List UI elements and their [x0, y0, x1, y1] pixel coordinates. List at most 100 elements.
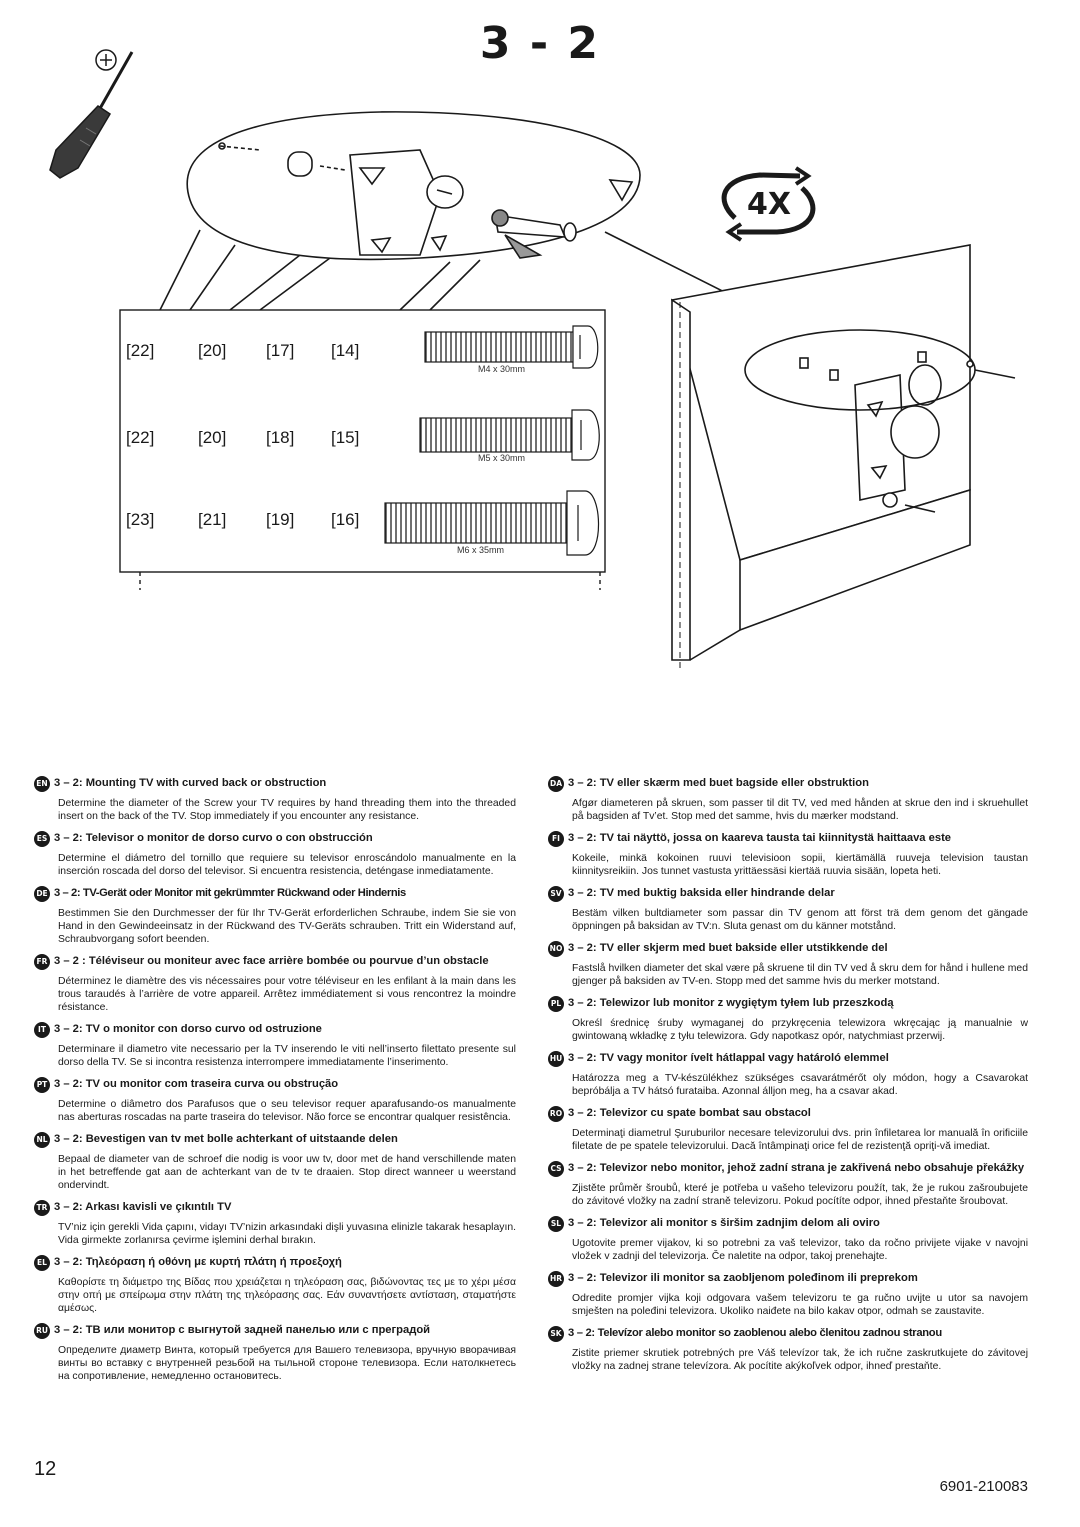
section-body: Kokeile, minkä kokoinen ruuvi televisioo…: [572, 853, 1028, 877]
section-body: Bestimmen Sie den Durchmesser der für Ih…: [58, 908, 516, 945]
screw-size-label: M5 x 30mm: [478, 453, 526, 463]
language-badge: NO: [548, 941, 564, 957]
instruction-section: PL 3 – 2: Telewizor lub monitor z wygięty…: [548, 996, 1028, 1043]
part-code: [22]: [126, 341, 155, 360]
part-code: [14]: [331, 341, 360, 360]
section-heading: 3 – 2: Telewizor lub monitor z wygiętym …: [568, 997, 894, 1009]
screw-size-label: M6 x 35mm: [457, 545, 505, 555]
section-heading: 3 – 2: TV eller skjerm med buet bakside …: [568, 942, 888, 954]
instruction-section: FR 3 – 2 : Téléviseur ou moniteur avec fa…: [34, 954, 516, 1014]
section-body: Określ średnicę śruby wymaganej do przyk…: [572, 1018, 1028, 1042]
part-code: [22]: [126, 428, 155, 447]
screw-m6: [384, 490, 600, 556]
section-heading: 3 – 2: ТВ или монитор с выгнутой задней …: [54, 1324, 431, 1336]
language-badge: NL: [34, 1132, 50, 1148]
section-body: Determine o diâmetro dos Parafusos que o…: [58, 1099, 516, 1123]
instruction-section: TR 3 – 2: Arkası kavisli ve çıkıntılı TV T…: [34, 1200, 516, 1247]
section-heading: 3 – 2: TV med buktig baksida eller hindr…: [568, 887, 835, 899]
language-badge: RO: [548, 1106, 564, 1122]
section-body: Determine el diámetro del tornillo que r…: [58, 853, 516, 877]
section-body: Καθορίστε τη διάμετρο της Βίδας που χρει…: [58, 1277, 516, 1314]
language-badge: DE: [34, 886, 50, 902]
language-badge: EN: [34, 776, 50, 792]
section-body: Zjistěte průměr šroubů, které je potřeba…: [572, 1183, 1028, 1207]
section-heading: 3 – 2: Televizor nebo monitor, jehož zad…: [568, 1162, 1025, 1174]
instruction-section: RU 3 – 2: ТВ или монитор с выгнутой задне…: [34, 1323, 516, 1383]
language-badge: FI: [548, 831, 564, 847]
part-code: [19]: [266, 510, 295, 529]
section-heading: 3 – 2: Arkası kavisli ve çıkıntılı TV: [54, 1201, 232, 1213]
language-badge: HR: [548, 1271, 564, 1287]
language-badge: HU: [548, 1051, 564, 1067]
part-code: [21]: [198, 510, 227, 529]
section-heading: 3 – 2: Televizor ali monitor s širšim za…: [568, 1217, 880, 1229]
instruction-section: PT 3 – 2: TV ou monitor com traseira curv…: [34, 1077, 516, 1124]
section-body: Определите диаметр Винта, который требуе…: [58, 1345, 516, 1382]
section-body: Afgør diameteren på skruen, som passer t…: [572, 798, 1028, 822]
section-body: Determinare il diametro vite necessario …: [58, 1044, 516, 1068]
instruction-section: HR 3 – 2: Televizor ili monitor sa zaoblj…: [548, 1271, 1028, 1318]
section-heading: 3 – 2: Bevestigen van tv met bolle achte…: [54, 1133, 398, 1145]
section-body: TV’niz için gerekli Vida çapını, vidayı …: [58, 1222, 516, 1246]
section-heading: 3 – 2: TV vagy monitor ívelt hátlappal v…: [568, 1052, 889, 1064]
language-badge: PL: [548, 996, 564, 1012]
section-heading: 3 – 2: TV ou monitor com traseira curva …: [54, 1078, 339, 1090]
language-badge: EL: [34, 1255, 50, 1271]
language-badge: TR: [34, 1200, 50, 1216]
instruction-section: DE 3 – 2: TV-Gerät oder Monitor mit gekrü…: [34, 886, 516, 946]
page-number: 12: [34, 1458, 57, 1480]
instruction-section: DA 3 – 2: TV eller skærm med buet bagside…: [548, 776, 1028, 823]
part-code: [18]: [266, 428, 295, 447]
section-body: Határozza meg a TV-készülékhez szükséges…: [572, 1073, 1028, 1097]
language-badge: DA: [548, 776, 564, 792]
document-number: 6901-210083: [939, 1478, 1028, 1495]
instruction-section: FI 3 – 2: TV tai näyttö, jossa on kaareva…: [548, 831, 1028, 878]
section-body: Bestäm vilken bultdiameter som passar di…: [572, 908, 1028, 932]
instruction-section: HU 3 – 2: TV vagy monitor ívelt hátlappal…: [548, 1051, 1028, 1098]
section-body: Fastslå hvilken diameter det skal være p…: [572, 963, 1028, 987]
language-badge: SV: [548, 886, 564, 902]
instruction-section: SV 3 – 2: TV med buktig baksida eller hin…: [548, 886, 1028, 933]
instruction-section: IT 3 – 2: TV o monitor con dorso curvo od…: [34, 1022, 516, 1069]
section-heading: 3 – 2: TV eller skærm med buet bagside e…: [568, 777, 869, 789]
tv-back: [671, 244, 1016, 670]
screw-size-label: M4 x 30mm: [478, 364, 526, 374]
section-heading: 3 – 2: TV-Gerät oder Monitor mit gekrümm…: [54, 887, 406, 899]
language-badge: SK: [548, 1326, 564, 1342]
language-badge: IT: [34, 1022, 50, 1038]
section-body: Zistite priemer skrutiek potrebných pre …: [572, 1348, 1028, 1372]
section-body: Determinaţi diametrul Şuruburilor necesa…: [572, 1128, 1028, 1152]
section-body: Déterminez le diamètre des vis nécessair…: [58, 976, 516, 1013]
screwdriver-icon: [49, 49, 134, 179]
section-heading: 3 – 2: TV tai näyttö, jossa on kaareva t…: [568, 832, 952, 844]
multiplier-label: 4X: [746, 187, 791, 222]
section-body: Bepaal de diameter van de schroef die no…: [58, 1154, 516, 1191]
section-body: Ugotovite premer vijakov, ki so potrebni…: [572, 1238, 1028, 1262]
instruction-section: NL 3 – 2: Bevestigen van tv met bolle ach…: [34, 1132, 516, 1192]
section-heading: 3 – 2: TV o monitor con dorso curvo od o…: [54, 1023, 322, 1035]
section-heading: 3 – 2 : Téléviseur ou moniteur avec face…: [54, 955, 489, 967]
section-heading: 3 – 2: Televizor ili monitor sa zaobljen…: [568, 1272, 918, 1284]
language-badge: RU: [34, 1323, 50, 1339]
part-code: [20]: [198, 341, 227, 360]
language-badge: FR: [34, 954, 50, 970]
instruction-section: SL 3 – 2: Televizor ali monitor s širšim …: [548, 1216, 1028, 1263]
instruction-section: NO 3 – 2: TV eller skjerm med buet baksid…: [548, 941, 1028, 988]
section-body: Odredite promjer vijka koji odgovara vaš…: [572, 1293, 1028, 1317]
rotate-arrows-icon: [721, 166, 816, 242]
mounting-figure: 4X [22] [20] [17] [14] M4 x 30mm [22] [2…: [0, 0, 1080, 760]
language-badge: PT: [34, 1077, 50, 1093]
part-code: [17]: [266, 341, 295, 360]
part-code: [23]: [126, 510, 155, 529]
step-title: 3 - 2: [479, 18, 601, 69]
section-body: Determine the diameter of the Screw your…: [58, 798, 516, 822]
language-badge: SL: [548, 1216, 564, 1232]
mounting-illustration: [49, 49, 1016, 670]
